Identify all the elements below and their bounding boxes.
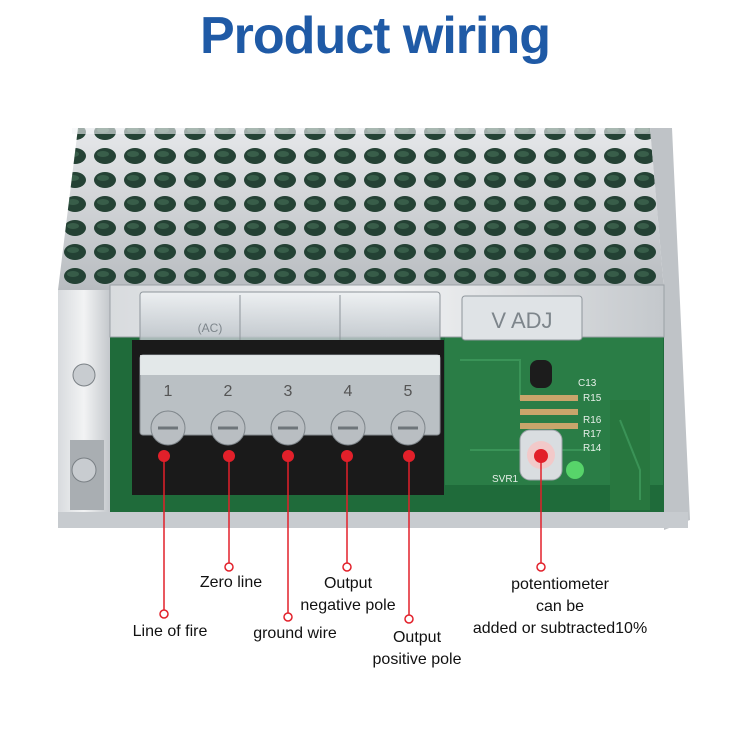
terminal-number-2: 2	[224, 383, 233, 400]
label-potentiometer: potentiometer can be added or subtracted…	[472, 576, 648, 637]
page-title: Product wiring	[200, 7, 551, 65]
terminal-number-4: 4	[344, 383, 353, 400]
label-output-positive-pole: Output positive pole	[372, 629, 462, 668]
pcb-components	[519, 360, 584, 481]
pcb-mark-r16: R16	[583, 415, 602, 426]
label-zero-line: Zero line	[199, 574, 263, 591]
wiring-pointers	[159, 456, 546, 624]
case-side	[650, 128, 690, 530]
terminal-cover: V ADJ (AC)	[139, 291, 583, 345]
terminal-markers	[158, 449, 548, 463]
mounting-screw	[70, 363, 104, 510]
cover-text: V ADJ	[491, 308, 552, 333]
case-bottom	[58, 512, 688, 528]
label-ground-wire: ground wire	[253, 625, 337, 642]
pcb-mark-r14: R14	[583, 443, 602, 454]
pcb-mark-c13: C13	[578, 378, 597, 389]
terminal-number-1: 1	[164, 383, 173, 400]
terminal-number-3: 3	[284, 383, 293, 400]
label-output-negative-pole: Output negative pole	[300, 575, 396, 614]
pcb-mark-r15: R15	[583, 393, 602, 404]
pcb-mark-svr1: SVR1	[492, 474, 519, 485]
label-line-of-fire: Line of fire	[132, 623, 208, 640]
pcb-mark-r17: R17	[583, 429, 602, 440]
terminal-number-5: 5	[404, 383, 413, 400]
ac-text: (AC)	[198, 321, 223, 335]
terminal-screws	[150, 410, 426, 446]
perforated-cover	[58, 128, 664, 290]
